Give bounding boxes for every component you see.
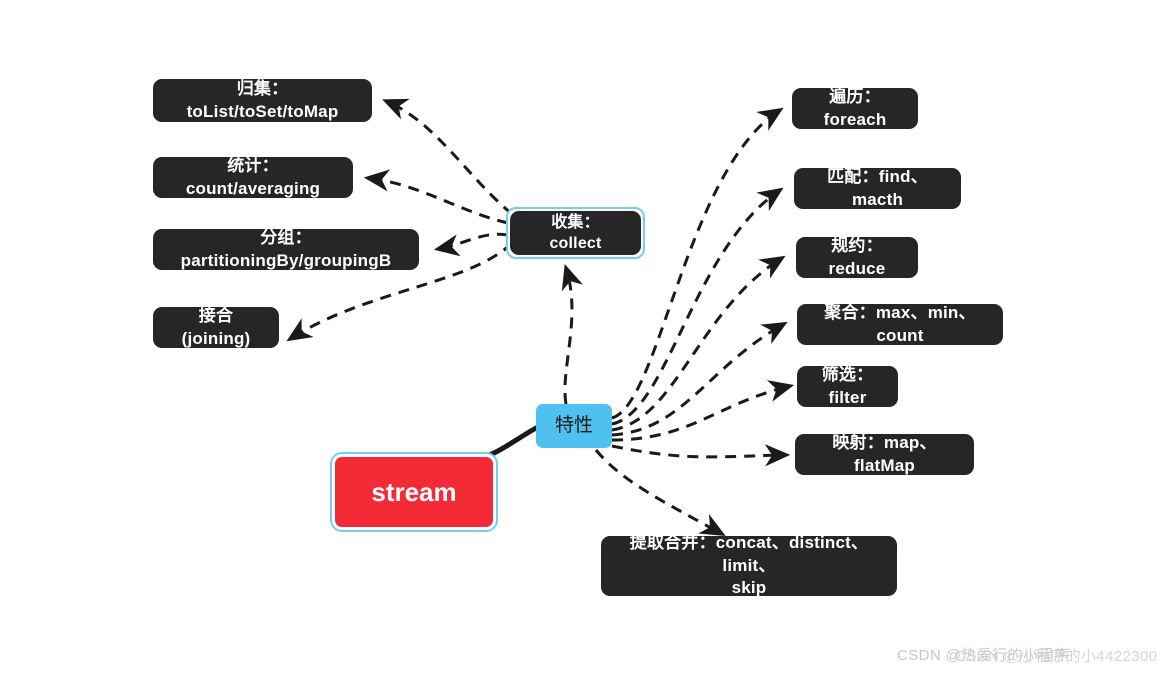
node-right-2[interactable]: 匹配：find、macth xyxy=(794,167,961,209)
node-right-7[interactable]: 提取合并：concat、distinct、limit、 skip xyxy=(601,533,897,597)
node-feature[interactable]: 特性 xyxy=(536,404,612,448)
edge-feature-to-right-3 xyxy=(611,255,786,432)
node-left-4[interactable]: 接合 (joining) xyxy=(153,306,279,348)
node-right-6[interactable]: 映射：map、flatMap xyxy=(795,433,974,475)
node-left-2[interactable]: 统计：count/averaging xyxy=(153,156,353,198)
node-right-3[interactable]: 规约：reduce xyxy=(796,236,918,278)
node-right-4[interactable]: 聚合：max、min、count xyxy=(797,303,1003,345)
edge-feature-to-right-5 xyxy=(611,380,795,442)
edge-collect-to-left-3 xyxy=(433,232,509,257)
watermark-line-1: CSDN @热爱行的小程序 xyxy=(897,647,1070,664)
edge-feature-to-right-1 xyxy=(611,107,784,420)
edge-feature-to-collect xyxy=(561,263,583,405)
edge-feature-to-right-7 xyxy=(594,449,726,537)
node-left-1[interactable]: 归集：toList/toSet/toMap xyxy=(153,79,372,122)
node-stream[interactable]: stream xyxy=(335,457,493,527)
node-stream-selection[interactable]: stream xyxy=(330,452,498,532)
watermark-line-2: CSDN @小程序的小4422300 xyxy=(955,648,1158,665)
edge-collect-to-left-2 xyxy=(363,169,509,225)
node-collect-selection[interactable]: 收集：collect xyxy=(506,207,645,259)
edge-feature-to-right-6 xyxy=(611,444,791,467)
edge-collect-to-left-1 xyxy=(382,98,513,216)
node-right-5[interactable]: 筛选：filter xyxy=(797,365,898,407)
node-collect[interactable]: 收集：collect xyxy=(510,211,641,255)
edge-feature-to-right-4 xyxy=(611,321,788,437)
node-left-3[interactable]: 分组：partitioningBy/groupingB xyxy=(153,228,419,270)
node-right-1[interactable]: 遍历：foreach xyxy=(792,87,918,129)
